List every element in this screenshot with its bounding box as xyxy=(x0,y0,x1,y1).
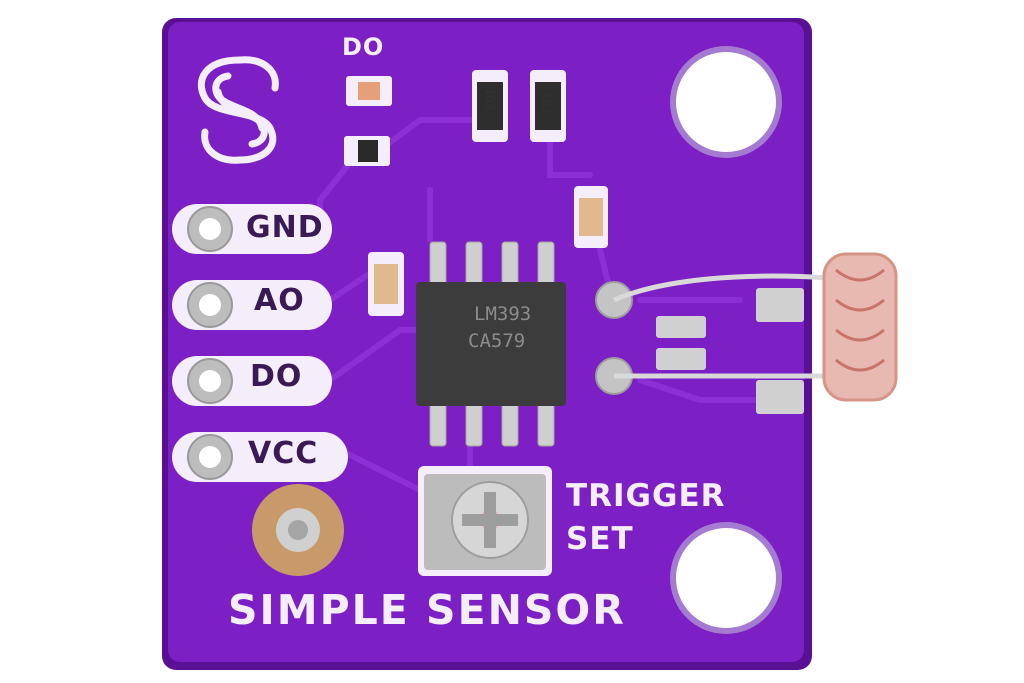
pin-label-gnd: GND xyxy=(246,210,324,245)
s-logo-icon xyxy=(197,56,279,164)
capacitor-c1 xyxy=(574,186,608,248)
mount-hole-top xyxy=(670,46,782,158)
ldr-pads xyxy=(656,288,804,414)
pin-row-vcc xyxy=(172,432,348,482)
resistor-r1-marking: 103 xyxy=(483,88,497,110)
mount-hole-bottom xyxy=(670,522,782,634)
test-pad xyxy=(252,484,344,576)
pin-label-ao: AO xyxy=(254,283,305,318)
pin-row-do xyxy=(172,356,332,406)
pin-row-gnd xyxy=(172,204,332,254)
ic-chip xyxy=(416,282,566,406)
pin-label-vcc: VCC xyxy=(248,436,319,471)
capacitor-c2 xyxy=(368,252,404,316)
board-title: SIMPLE SENSOR xyxy=(228,586,626,634)
pin-row-ao xyxy=(172,280,332,330)
resistor-r2-marking: 103 xyxy=(540,92,554,114)
trigger-label: TRIGGER xyxy=(566,478,726,514)
do-led xyxy=(346,76,392,106)
do-led-label: DO xyxy=(342,33,385,61)
chip-marking-line1: LM393 xyxy=(474,303,532,325)
ic-pins xyxy=(429,241,555,447)
resistor-r2 xyxy=(530,70,566,142)
smd-diode xyxy=(344,136,390,166)
ldr-leads xyxy=(613,273,832,379)
chip-marking-line2: CA579 xyxy=(468,330,526,352)
pin-label-do: DO xyxy=(250,359,303,394)
resistor-r1 xyxy=(472,70,508,142)
ldr-icon xyxy=(822,252,898,402)
trimmer-icon xyxy=(418,466,552,576)
set-label: SET xyxy=(566,521,634,557)
